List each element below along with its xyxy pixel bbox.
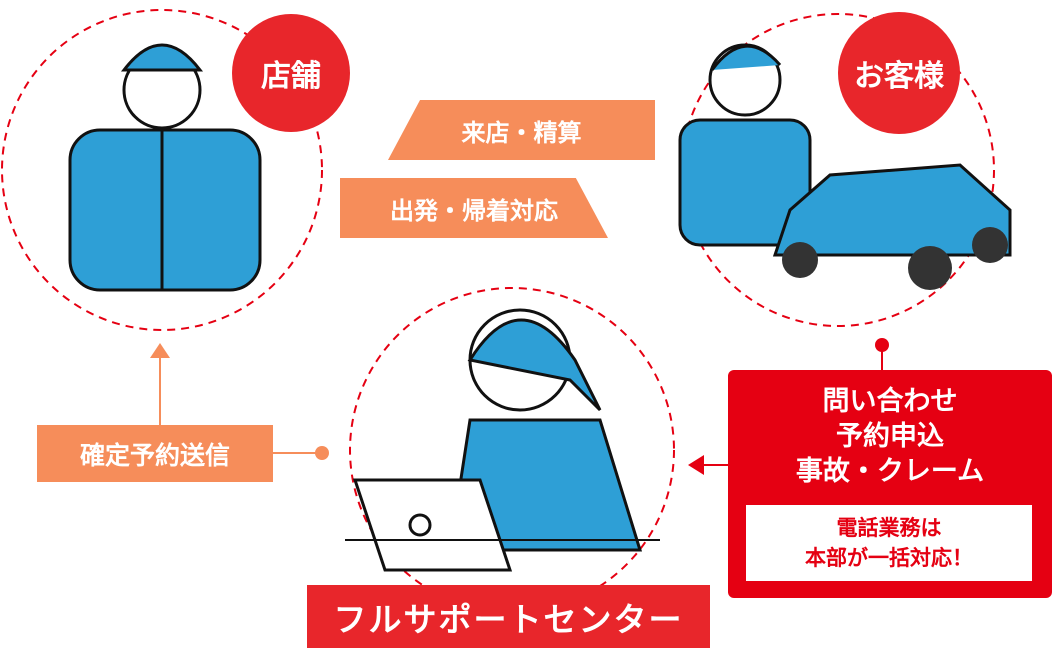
- visit-payment-text: 来店・精算: [461, 118, 582, 147]
- inquiry-note: 電話業務は 本部が一括対応！: [746, 505, 1032, 581]
- inquiry-box: 問い合わせ 予約申込 事故・クレーム 電話業務は 本部が一括対応！: [728, 370, 1052, 598]
- note-line: 本部が一括対応！: [805, 546, 973, 570]
- inquiry-line: 問い合わせ: [822, 386, 958, 417]
- confirmed-reservation-label: 確定予約送信: [37, 425, 273, 482]
- inquiry-line: 予約申込: [836, 421, 944, 452]
- arrow-up-icon: [150, 343, 170, 358]
- note-line: 電話業務は: [836, 516, 942, 540]
- arrow-left-icon: [688, 455, 704, 475]
- customer-circle: [681, 13, 995, 327]
- departure-return-text: 出発・帰着対応: [390, 196, 558, 225]
- inquiry-line: 事故・クレーム: [795, 456, 985, 487]
- operator-illustration: [345, 308, 660, 572]
- store-badge: 店舗: [232, 14, 350, 132]
- support-center-title: フルサポートセンター: [307, 585, 710, 648]
- departure-return-label: 出発・帰着対応: [340, 178, 608, 238]
- store-worker-illustration: [68, 43, 262, 292]
- customer-illustration: [678, 43, 1012, 290]
- visit-payment-label: 来店・精算: [388, 100, 655, 160]
- customer-badge: お客様: [838, 12, 960, 134]
- store-circle: [1, 9, 323, 331]
